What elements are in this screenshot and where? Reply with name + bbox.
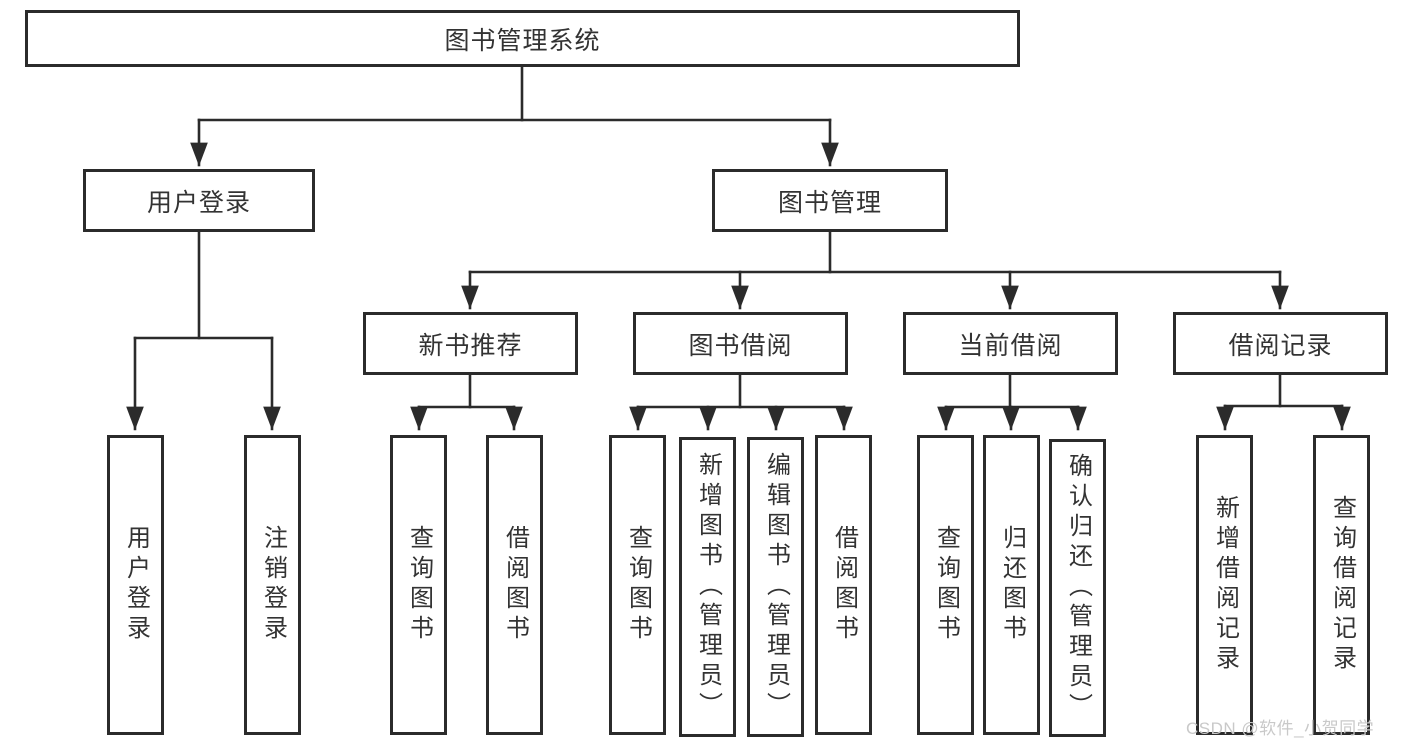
node-current-borrowing: 当前借阅	[903, 312, 1118, 375]
leaf-user-login: 用户登录	[107, 435, 164, 735]
leaf-bb-add-books-admin: 新增图书（管理员）	[679, 437, 736, 737]
leaf-cb-return-books: 归还图书	[983, 435, 1040, 735]
leaf-logout: 注销登录	[244, 435, 301, 735]
node-borrowing-records: 借阅记录	[1173, 312, 1388, 375]
leaf-bb-query-books: 查询图书	[609, 435, 666, 735]
leaf-rec-borrow-books: 借阅图书	[486, 435, 543, 735]
node-user-login-branch: 用户登录	[83, 169, 315, 232]
leaf-br-query-record: 查询借阅记录	[1313, 435, 1370, 735]
node-root-system: 图书管理系统	[25, 10, 1020, 67]
leaf-bb-borrow-books: 借阅图书	[815, 435, 872, 735]
csdn-watermark: CSDN @软件_小贺同学	[1186, 719, 1375, 738]
leaf-cb-confirm-return-admin: 确认归还（管理员）	[1049, 439, 1106, 737]
leaf-rec-query-books: 查询图书	[390, 435, 447, 735]
leaf-br-add-record: 新增借阅记录	[1196, 435, 1253, 735]
leaf-cb-query-books: 查询图书	[917, 435, 974, 735]
node-book-management-branch: 图书管理	[712, 169, 948, 232]
leaf-bb-edit-books-admin: 编辑图书（管理员）	[747, 437, 804, 737]
node-book-borrowing: 图书借阅	[633, 312, 848, 375]
node-new-book-recommendation: 新书推荐	[363, 312, 578, 375]
